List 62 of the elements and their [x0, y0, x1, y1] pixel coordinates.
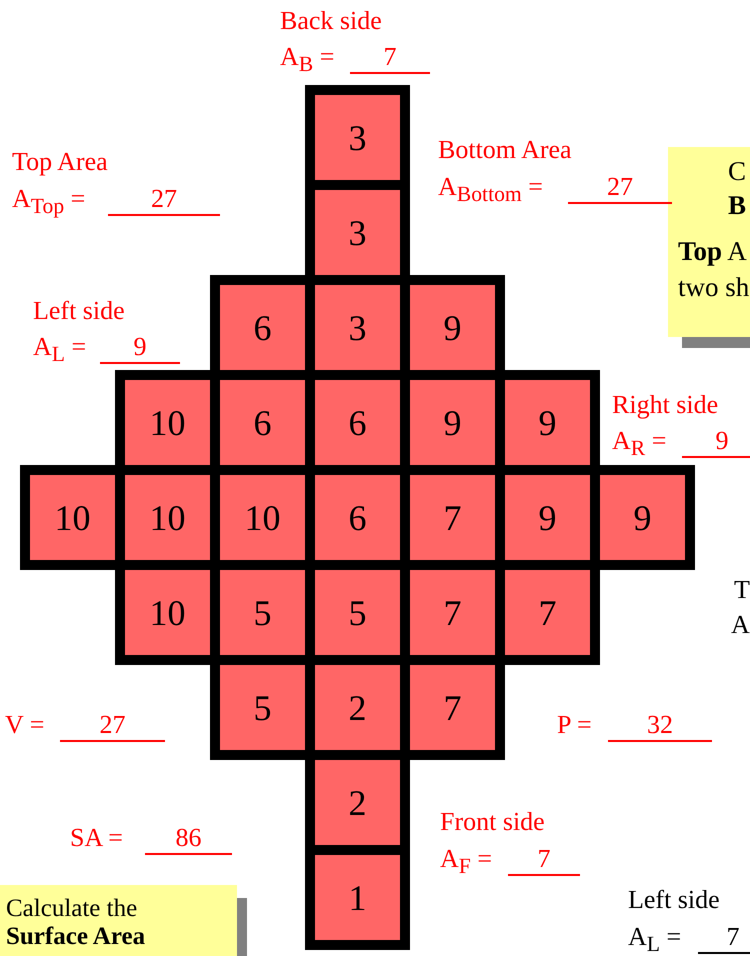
- answer-blank: 7: [350, 42, 430, 74]
- square-number: 9: [444, 404, 462, 440]
- square-number: 9: [538, 404, 556, 440]
- label-text: T: [734, 575, 750, 605]
- square-number: 6: [348, 500, 366, 536]
- square-number: 9: [538, 500, 556, 536]
- sticky-note: [0, 885, 237, 956]
- square-number: 10: [244, 500, 280, 536]
- square-number: 2: [348, 784, 366, 820]
- label-text: A$_{Top}$ =: [12, 184, 86, 220]
- square-number: 6: [254, 404, 272, 440]
- label-text: Back side: [280, 6, 382, 36]
- label-text: Bottom Area: [438, 135, 572, 165]
- answer-blank: 27: [568, 172, 672, 204]
- square-number: 7: [444, 690, 462, 726]
- note-text: two sh: [678, 271, 750, 303]
- label-text: A$_{F}$ =: [440, 844, 492, 880]
- answer-blank: 9: [682, 426, 750, 458]
- square-number: 7: [444, 500, 462, 536]
- square-number: 6: [348, 404, 366, 440]
- label-text: Top Area: [12, 147, 108, 177]
- label-text: A$_{B}$ =: [280, 42, 334, 78]
- answer-blank: 32: [608, 710, 712, 742]
- square-number: 7: [538, 594, 556, 630]
- note-text: C: [728, 155, 746, 187]
- label-text: Left side: [628, 885, 720, 915]
- square-number: 10: [150, 594, 186, 630]
- label-text: A$_{Bottom}$ =: [438, 172, 543, 208]
- answer-blank: 7: [698, 922, 750, 954]
- label-text: A$_{L}$ =: [628, 922, 682, 956]
- square-number: 5: [254, 594, 272, 630]
- square-number: 10: [54, 500, 90, 536]
- square-number: 3: [348, 214, 366, 250]
- note-text: Top A: [678, 235, 747, 267]
- square-number: 2: [348, 690, 366, 726]
- answer-blank: 7: [508, 844, 580, 876]
- square-number: 7: [444, 594, 462, 630]
- square-number: 9: [634, 500, 652, 536]
- square-number: 10: [150, 500, 186, 536]
- square-number: 10: [150, 404, 186, 440]
- square-number: 5: [254, 690, 272, 726]
- answer-blank: 9: [100, 332, 180, 364]
- label-text: Left side: [33, 296, 125, 326]
- note-text: Calculate the Surface Area: [6, 895, 146, 951]
- answer-blank: 27: [60, 710, 165, 742]
- answer-blank: 27: [108, 184, 220, 216]
- note-text: B: [728, 189, 746, 221]
- label-text: A$_{L}$ =: [33, 332, 86, 368]
- label-text: A: [731, 610, 750, 640]
- square-number: 3: [348, 120, 366, 156]
- label-text: Right side: [612, 390, 718, 420]
- square-number: 9: [444, 310, 462, 346]
- square-number: 5: [348, 594, 366, 630]
- answer-blank: 86: [145, 823, 232, 855]
- label-text: SA =: [70, 823, 123, 853]
- square-number: 3: [348, 310, 366, 346]
- label-text: A$_{R}$ =: [612, 426, 666, 462]
- label-text: V =: [5, 710, 44, 740]
- label-text: Front side: [440, 807, 545, 837]
- square-number: 6: [254, 310, 272, 346]
- square-number: 1: [348, 880, 366, 916]
- label-text: P =: [557, 710, 592, 740]
